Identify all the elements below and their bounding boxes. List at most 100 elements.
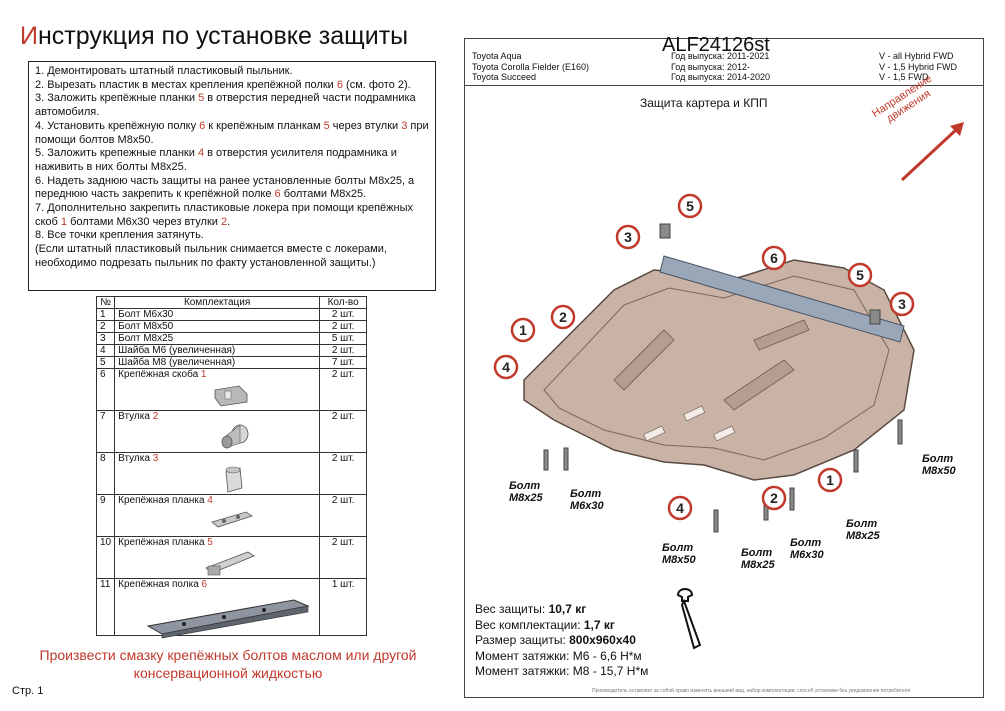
callouts [493, 193, 915, 521]
instruction-4: 4. Установить крепёжную полку 6 к крепёж… [35, 119, 429, 146]
car-models: Toyota Aqua Toyota Corolla Fielder (E160… [472, 51, 589, 83]
car-engine: V - 1,5 FWD [879, 72, 929, 82]
instruction-2: 2. Вырезать пластик в местах крепления к… [35, 78, 411, 91]
diagram-subtitle: Защита картера и КПП [640, 96, 768, 110]
bushing [869, 309, 881, 325]
car-model: Toyota Corolla Fielder (E160) [472, 61, 590, 72]
kit-cell-qty: 2 шт. [319, 536, 368, 579]
kit-cell-qty: 2 шт. [319, 320, 368, 333]
instruction-5: 5. Заложить крепежные планки 4 в отверст… [35, 147, 397, 173]
instruction-8: 8. Все точки крепления затянуть. [35, 229, 204, 242]
kit-cell-num: 5 [95, 356, 116, 369]
kit-cell-num: 6 [95, 368, 116, 411]
kit-cell-qty: 2 шт. [319, 494, 368, 537]
mounting-shelf-image [146, 599, 310, 639]
article-number: ALF24126st [662, 34, 770, 56]
kit-header-num: № [95, 296, 116, 309]
kit-cell-qty: 2 шт. [319, 344, 368, 357]
kit-cell-qty: 7 шт. [319, 356, 368, 369]
lubrication-note: Произвести смазку крепёжных болтов масло… [39, 647, 417, 681]
kit-cell-name: Втулка 3 [114, 452, 321, 495]
callout-5b: 5 [856, 267, 864, 283]
kit-cell-qty: 2 шт. [319, 308, 368, 321]
callout-6: 6 [770, 250, 778, 266]
callout-4b: 4 [676, 500, 684, 516]
kit-cell-qty: 2 шт. [319, 410, 368, 453]
footnote: Производитель оставляет за собой право и… [592, 688, 911, 694]
wrench-icon [676, 588, 702, 650]
callout-1: 1 [519, 322, 527, 338]
direction-arrow-icon [900, 122, 964, 182]
skid-plate-diagram: 1 2 3 4 5 6 5 3 1 2 4 [493, 193, 915, 533]
car-years-item: Год выпуска: 2012- [671, 61, 751, 72]
mounting-plate-5-image [205, 551, 255, 576]
callout-2b: 2 [770, 490, 778, 506]
kit-cell-name: Болт М8х50 [114, 320, 321, 333]
mounting-shelf [659, 255, 905, 343]
bushing-3-image [225, 466, 243, 493]
mounting-clip-image [214, 385, 248, 407]
instructions-box: 1. Демонтировать штатный пластиковый пыл… [28, 61, 436, 291]
car-model: Toyota Succeed [472, 72, 537, 82]
instruction-6: 6. Надеть заднюю часть защиты на ранее у… [35, 174, 415, 201]
mounting-plate-4-image [211, 511, 253, 528]
spec-weight: Вес защиты: 10,7 кг [475, 602, 587, 616]
car-model: Toyota Aqua [472, 51, 522, 61]
page-title: Инструкция по установке защиты [20, 22, 409, 50]
kit-cell-num: 2 [95, 320, 116, 333]
kit-header-name: Комплектация [114, 296, 321, 309]
callout-2: 2 [559, 309, 567, 325]
kit-cell-num: 10 [95, 536, 116, 579]
instruction-3: 3. Заложить крепёжные планки 5 в отверст… [35, 92, 416, 119]
kit-cell-num: 8 [95, 452, 116, 495]
car-engine: V - all Hybrid FWD [879, 51, 954, 61]
instruction-7: 7. Дополнительно закрепить пластиковые л… [35, 202, 413, 228]
car-years-item: Год выпуска: 2011-2021 [671, 51, 770, 61]
spec-torque-m6: Момент затяжки: М6 - 6,6 Н*м [475, 648, 642, 663]
bushing [659, 223, 671, 239]
kit-cell-name: Шайба М6 (увеличенная) [114, 344, 321, 357]
callout-5: 5 [686, 198, 694, 214]
instruction-1: 1. Демонтировать штатный пластиковый пыл… [35, 65, 293, 77]
car-engine: V - 1,5 Hybrid FWD [879, 61, 958, 72]
callout-3: 3 [624, 229, 632, 245]
spec-kit-weight: Вес комплектации: 1,7 кг [475, 617, 615, 632]
car-years: Год выпуска: 2011-2021 Год выпуска: 2012… [671, 51, 770, 83]
kit-cell-qty: 1 шт. [319, 578, 368, 636]
instruction-note: (Если штатный пластиковый пыльник снимае… [35, 243, 387, 269]
callout-3b: 3 [898, 296, 906, 312]
kit-cell-name: Болт М8х25 [114, 332, 321, 345]
spec-torque-m8: Момент затяжки: М8 - 15,7 Н*м [475, 664, 649, 678]
header-divider [464, 85, 984, 86]
kit-cell-num: 1 [95, 308, 116, 321]
kit-cell-qty: 5 шт. [319, 332, 368, 345]
spec-size: Размер защиты: 800х960х40 [475, 633, 636, 647]
kit-header-row: № Комплектация Кол-во [95, 296, 368, 309]
kit-cell-name: Болт М6х30 [114, 308, 321, 321]
kit-header-qty: Кол-во [319, 296, 368, 309]
kit-cell-num: 3 [95, 332, 116, 345]
specs-block: Вес защиты: 10,7 кг Вес комплектации: 1,… [475, 602, 648, 680]
kit-cell-num: 9 [95, 494, 116, 537]
kit-cell-num: 7 [95, 410, 116, 453]
car-engines: V - all Hybrid FWD V - 1,5 Hybrid FWD V … [879, 51, 957, 83]
kit-cell-name: Шайба М8 (увеличенная) [114, 356, 321, 369]
bushing-2-image [221, 424, 249, 449]
page-number: Стр. 1 [12, 685, 44, 697]
callout-4: 4 [502, 359, 510, 375]
kit-cell-num: 11 [95, 578, 116, 636]
